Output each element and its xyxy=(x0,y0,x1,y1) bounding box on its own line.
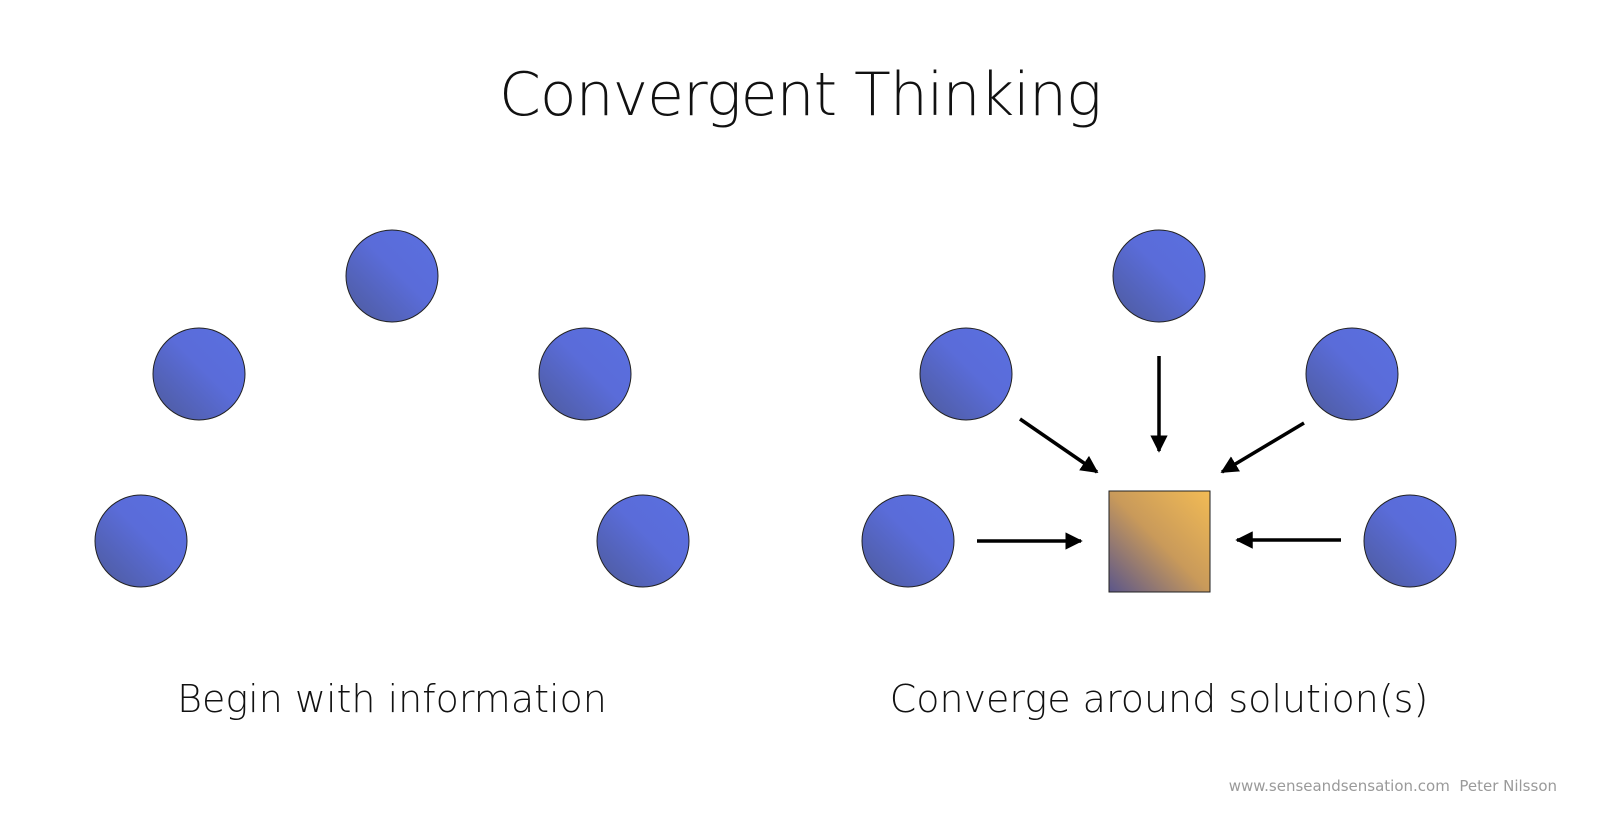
information-node xyxy=(1305,327,1399,421)
information-node xyxy=(345,229,439,323)
information-node xyxy=(861,494,955,588)
credit-text: www.senseandsensation.com Peter Nilsson xyxy=(1229,777,1557,795)
arrow-from-upper-right xyxy=(1220,421,1305,474)
right-panel: Converge around solution(s) xyxy=(861,229,1457,721)
information-node xyxy=(152,327,246,421)
information-node xyxy=(538,327,632,421)
information-node xyxy=(94,494,188,588)
right-caption: Converge around solution(s) xyxy=(890,677,1429,721)
solution-square xyxy=(1108,490,1211,593)
left-caption: Begin with information xyxy=(177,677,607,721)
page-title: Convergent Thinking xyxy=(499,60,1101,130)
arrow-from-upper-left xyxy=(1019,417,1099,474)
information-node xyxy=(919,327,1013,421)
information-node xyxy=(1363,494,1457,588)
information-node xyxy=(596,494,690,588)
left-panel: Begin with information xyxy=(94,229,690,721)
information-node xyxy=(1112,229,1206,323)
